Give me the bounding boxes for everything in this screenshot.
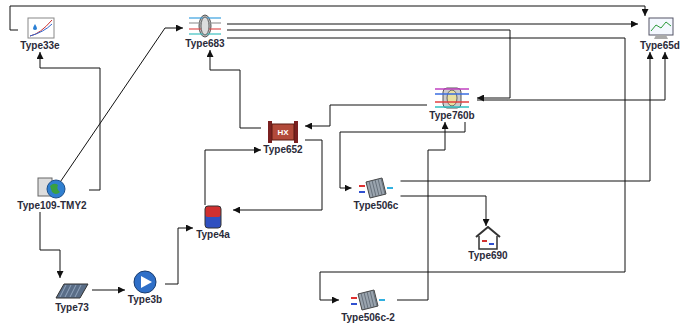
- component-icon: [642, 16, 678, 40]
- component-node: Type506c: [352, 176, 401, 212]
- component-icon: [34, 176, 70, 200]
- component-icon: [434, 86, 470, 110]
- connection-wire: [10, 6, 645, 30]
- connection-wire: [305, 105, 427, 126]
- component-node: Type690: [466, 226, 510, 262]
- component-node: Type506c-2: [339, 288, 397, 324]
- connection-wire: [227, 30, 510, 98]
- component-icon: [195, 205, 231, 229]
- component-label: Type109-TMY2: [15, 200, 89, 212]
- connection-wire: [227, 38, 625, 300]
- connection-wire: [227, 24, 638, 25]
- component-label: Type683: [183, 38, 227, 50]
- connection-wire: [40, 52, 100, 190]
- component-label: Type73: [52, 302, 92, 314]
- component-node: Type760b: [427, 86, 477, 122]
- component-node: Type4a: [193, 205, 233, 241]
- component-icon: [54, 278, 90, 302]
- component-node: Type3b: [125, 270, 165, 306]
- connection-wire: [52, 28, 183, 194]
- component-icon: [127, 270, 163, 294]
- connection-wire: [401, 52, 651, 181]
- connection-wire: [210, 50, 261, 128]
- component-icon: [187, 14, 223, 38]
- connection-wire: [233, 140, 322, 210]
- connection-wire: [40, 212, 60, 278]
- component-icon: [358, 176, 394, 200]
- connection-wire: [397, 122, 445, 300]
- component-label: Type652: [261, 144, 305, 156]
- component-label: Type65d: [638, 40, 682, 52]
- component-node: HX Type652: [261, 120, 305, 156]
- connection-wire: [92, 290, 125, 291]
- component-label: Type506c-2: [339, 312, 397, 324]
- component-node: Type683: [183, 14, 227, 50]
- component-label: Type4a: [193, 229, 233, 241]
- connection-wire: [401, 196, 487, 226]
- component-icon: [22, 16, 58, 40]
- component-icon: [350, 288, 386, 312]
- connection-wire: [477, 52, 665, 100]
- component-icon: [470, 226, 506, 250]
- connection-wire: [205, 150, 261, 205]
- icon-text: HX: [277, 128, 288, 137]
- connection-wire: [165, 228, 193, 284]
- component-node: Type65d: [638, 16, 682, 52]
- component-node: Type73: [52, 278, 92, 314]
- component-label: Type3b: [125, 294, 165, 306]
- connection-wire: [340, 122, 465, 188]
- component-label: Type506c: [352, 200, 401, 212]
- component-label: Type690: [466, 250, 510, 262]
- component-label: Type33e: [18, 40, 62, 52]
- component-node: Type33e: [18, 16, 62, 52]
- component-node: Type109-TMY2: [15, 176, 89, 212]
- component-label: Type760b: [427, 110, 477, 122]
